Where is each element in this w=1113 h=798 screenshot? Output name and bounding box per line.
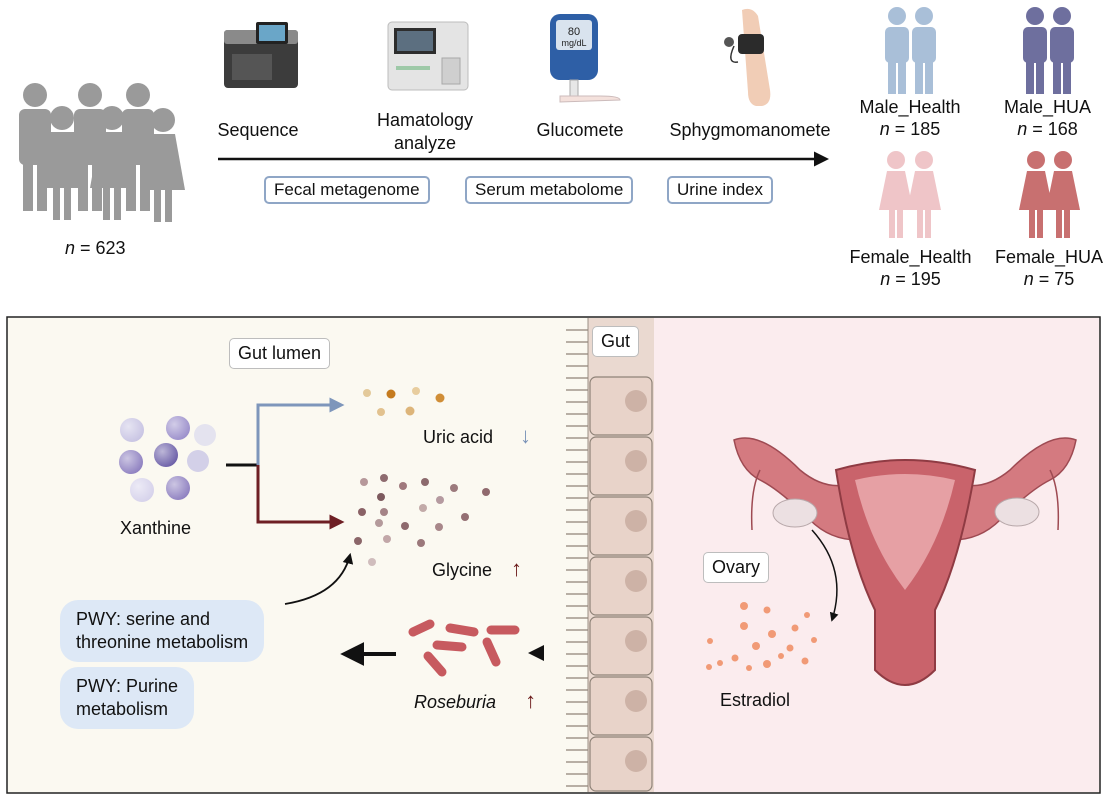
group-male-hua-label: Male_HUA n = 168 [1003,97,1092,139]
glycine-arrow [256,465,345,530]
male-health-icon [885,7,936,94]
pathway-serine-threonine: PWY: serine and threonine metabolism [60,600,265,662]
sequencer-icon [224,22,298,88]
group-female-health-label: Female_Health n = 195 [849,247,972,289]
male-hua-icon [1023,7,1074,94]
gut-lumen-tag: Gut lumen [229,338,331,369]
glucometer-value: 80 [568,26,580,38]
roseburia-bacteria-icon [408,619,520,677]
female-hua-icon [1019,151,1080,238]
glucometer-icon [550,14,621,103]
group-male-health-label: Male_Health n = 185 [859,97,961,139]
roseburia-up-icon: ↑ [525,688,537,713]
estradiol-arrow-head [528,645,544,661]
uric-acid-down-icon: ↓ [520,423,532,448]
data-type-fecal-metagenome: Fecal metagenome [264,176,430,204]
total-cohort-count: n = 623 [65,238,126,258]
pathway-to-glycine-arrow [284,552,354,605]
data-type-serum-metabolome: Serum metabolome [465,176,634,204]
method-glucometer-label: Glucomete [536,120,624,140]
glycine-up-icon: ↑ [511,556,523,581]
uric-acid-label: Uric acid ↓ [423,423,532,448]
ovary-tag: Ovary [703,552,770,583]
xanthine-label: Xanthine [120,518,192,538]
roseburia-label: Roseburia ↑ [414,688,537,713]
pathway-purine: PWY: Purine metabolism [60,667,195,729]
uric-acid-particles-icon [363,387,445,416]
data-type-urine-index: Urine index [667,176,773,204]
glycine-particles-icon [354,474,490,566]
gut-tag: Gut [592,326,640,357]
estradiol-particles-icon [706,602,817,671]
crowd-icon [19,83,185,222]
uterus-ovaries-icon [733,437,1077,686]
ovary-to-estradiol-arrow [811,529,839,622]
sphygmomanometer-icon [724,8,771,107]
uric-acid-arrow [256,397,345,465]
glucometer-unit: mg/dL [561,38,586,48]
xanthine-molecules-icon [119,416,216,502]
estradiol-label: Estradiol [720,690,791,710]
method-sequence-label: Sequence [217,120,299,140]
method-hematology-label: Hamatology analyze [376,110,474,153]
female-health-icon [879,151,941,238]
method-sphygmomanometer-label: Sphygmomanomete [669,120,831,140]
glycine-label: Glycine ↑ [432,556,523,581]
group-female-hua-label: Female_HUA n = 75 [994,247,1104,289]
hematology-analyzer-icon [387,21,469,91]
gut-epithelium [566,318,654,792]
